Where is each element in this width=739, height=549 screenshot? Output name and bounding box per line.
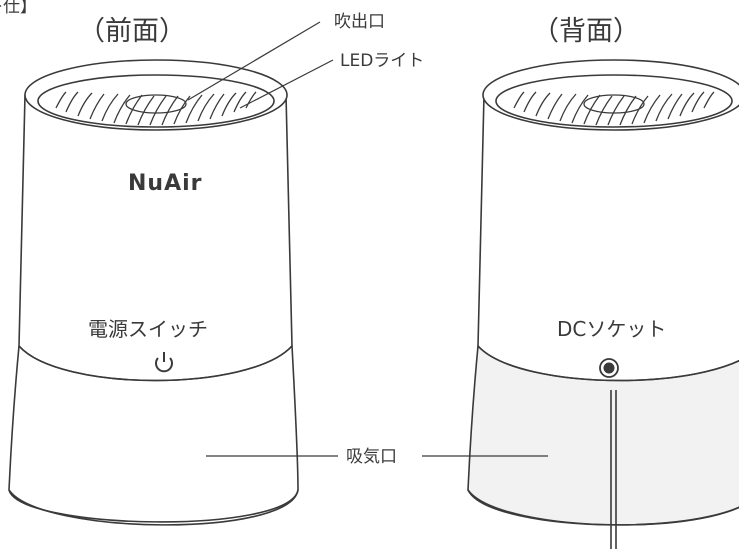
intake-callout: 吸気口	[346, 447, 397, 467]
corner-fragment: キ仕】	[0, 0, 37, 17]
front-heading: （前面）	[78, 16, 186, 47]
front-inner-rim	[37, 74, 275, 128]
power-icon	[155, 352, 173, 373]
front-lower-shell	[8, 345, 299, 526]
back-heading: （背面）	[532, 16, 640, 47]
front-band-line	[18, 345, 293, 382]
front-fan-blades-icon	[55, 91, 257, 126]
outlet-callout: 吹出口	[334, 12, 385, 32]
front-switch-label: 電源スイッチ	[88, 317, 208, 341]
dc-socket-icon	[599, 358, 619, 378]
outlet-leader	[187, 21, 321, 101]
led-callout: LEDライト	[340, 51, 424, 71]
led-leader	[239, 59, 334, 109]
back-band-line	[477, 345, 739, 382]
front-brand: NuAir	[128, 171, 203, 196]
back-unit	[467, 59, 739, 549]
back-base-foot	[467, 489, 739, 526]
front-unit	[8, 59, 299, 526]
back-fan-blades-icon	[513, 91, 715, 126]
front-base-foot	[8, 489, 299, 523]
back-inner-rim	[495, 74, 733, 128]
back-socket-label: DCソケット	[557, 317, 666, 341]
callout-lines	[187, 21, 548, 457]
